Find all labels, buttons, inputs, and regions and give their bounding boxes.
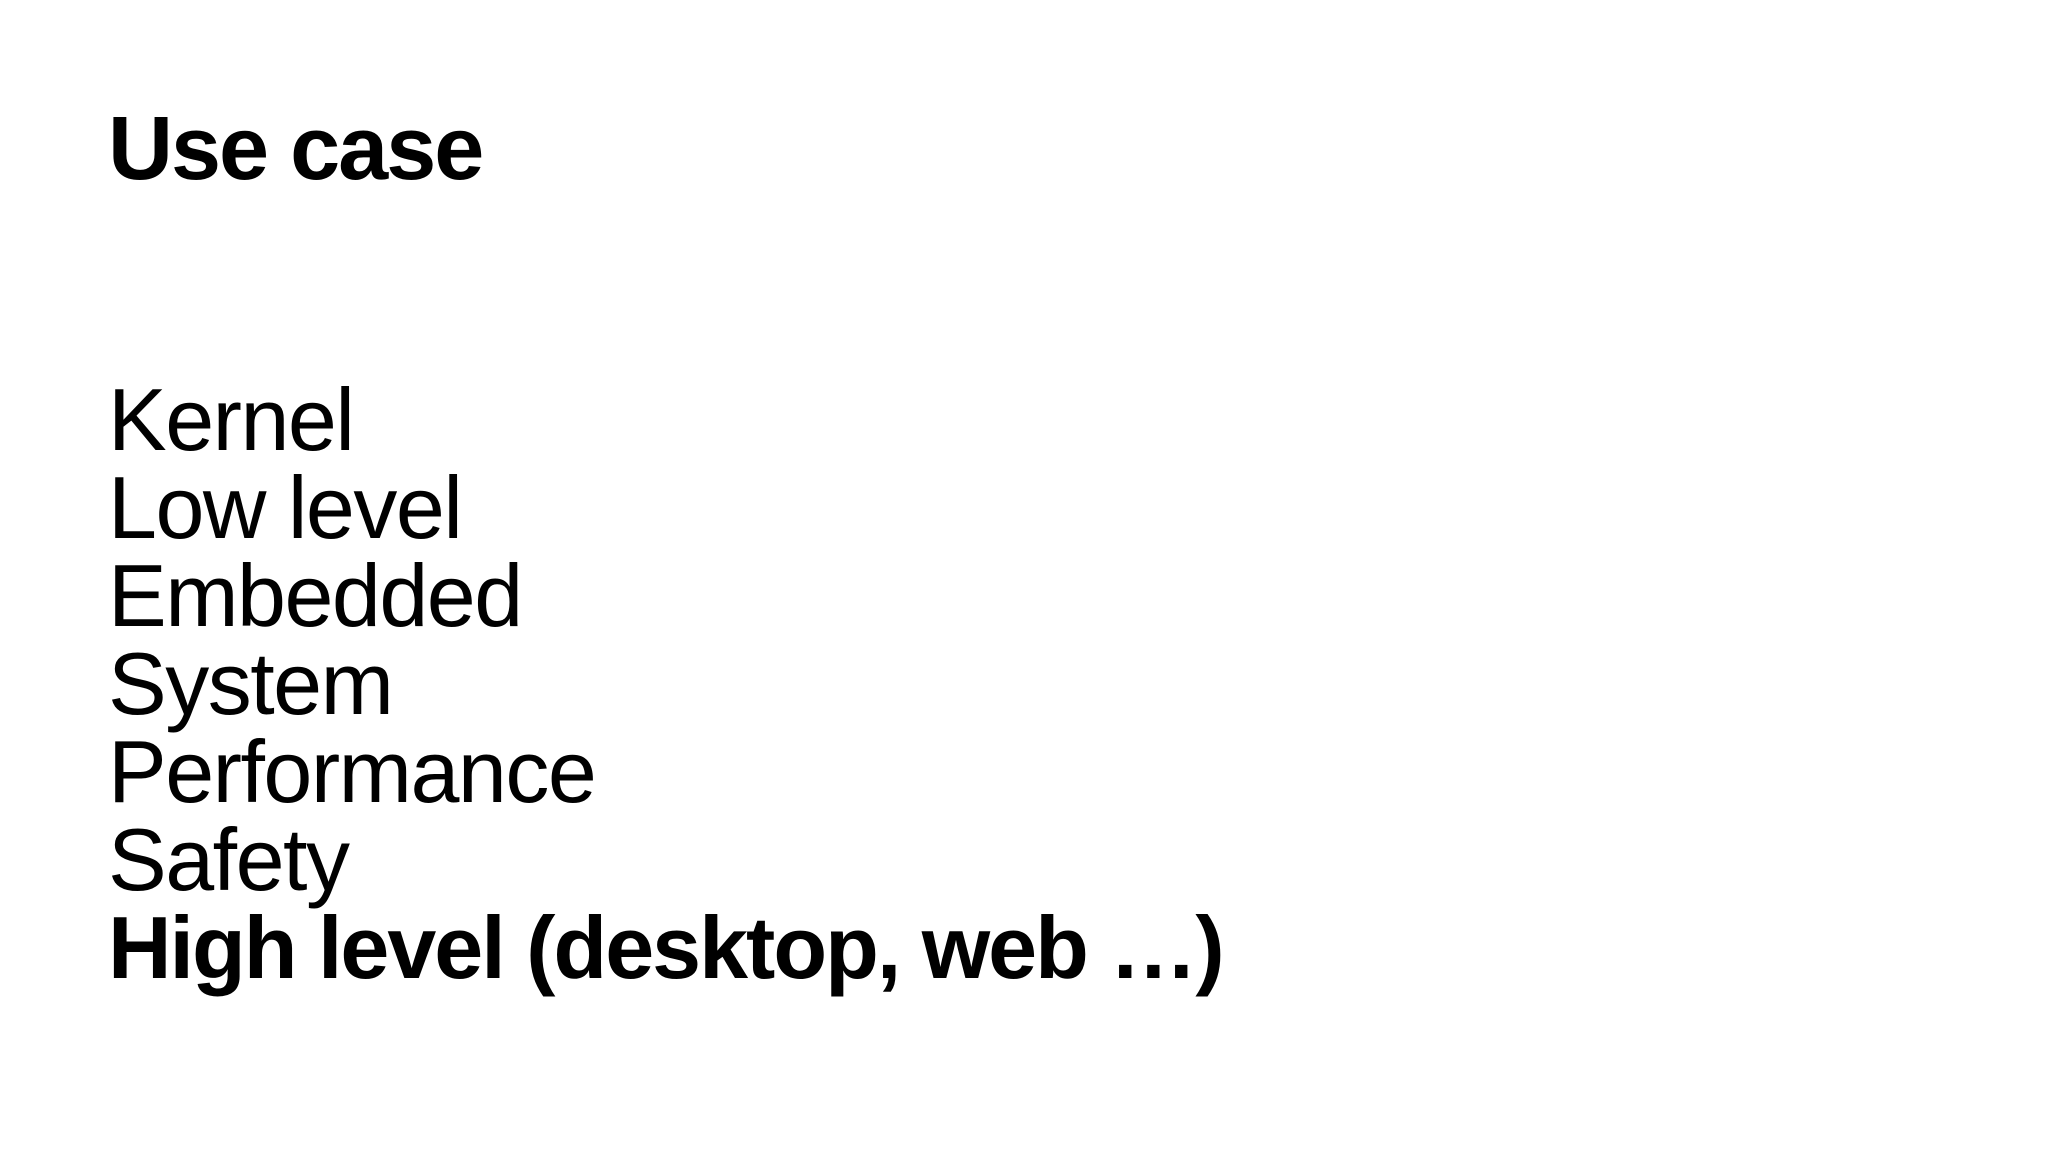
- list-item-performance: Performance: [108, 722, 597, 821]
- list-item-embedded: Embedded: [108, 546, 523, 645]
- list-item-low-level: Low level: [108, 458, 463, 557]
- list-item-kernel: Kernel: [108, 370, 355, 469]
- slide-title: Use case: [108, 99, 484, 199]
- list-item-high-level: High level (desktop, web …): [108, 898, 1225, 997]
- list-item-system: System: [108, 634, 394, 733]
- use-case-list: Kernel Low level Embedded System Perform…: [108, 370, 1225, 997]
- list-item-safety: Safety: [108, 810, 350, 909]
